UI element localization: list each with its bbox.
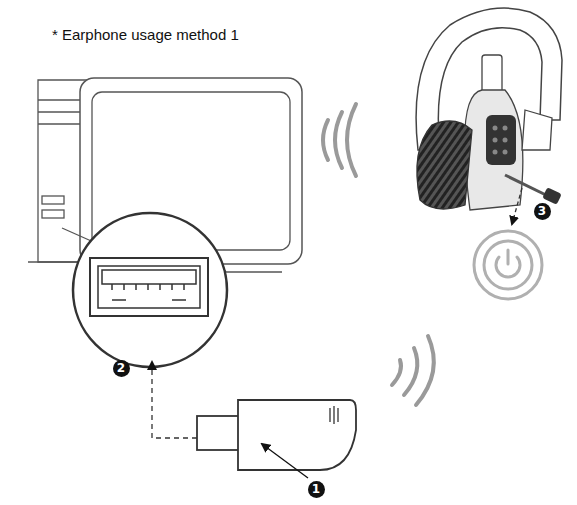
callout-number: 1 [308,481,325,498]
press-arrow [512,188,522,224]
signal-waves [392,336,434,405]
leader-line [262,444,308,478]
usb-port-magnifier [62,213,227,367]
signal-waves [323,104,356,176]
power-button [474,231,542,299]
callout-number: 3 [534,203,551,220]
headset [416,8,562,210]
usb-dongle [197,400,356,470]
insert-arrow [152,362,197,438]
diagram-title: * Earphone usage method 1 [52,26,239,43]
callout-number: 2 [113,360,130,377]
